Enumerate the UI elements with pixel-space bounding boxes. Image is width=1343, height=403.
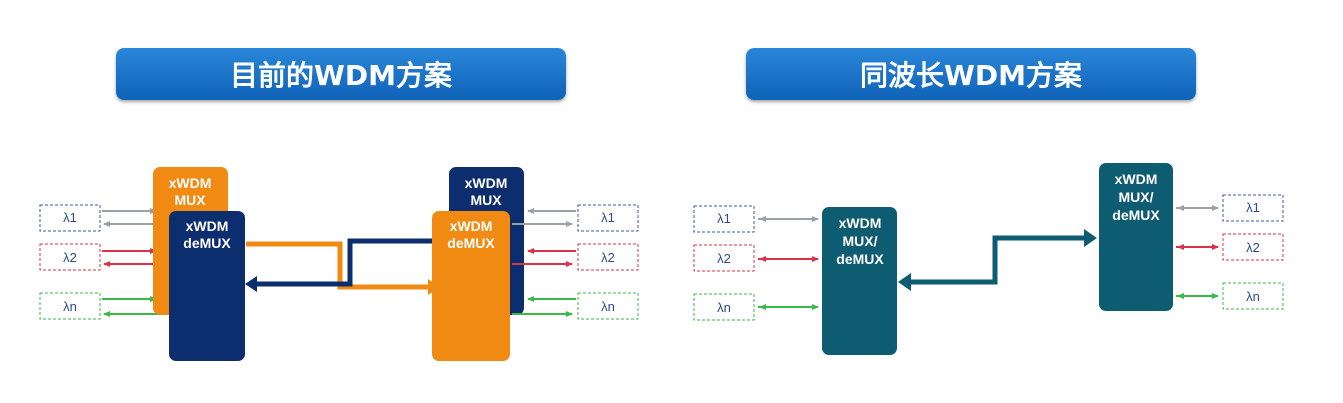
left-navy-fiber: [256, 238, 449, 287]
right-local-muxdemux-box: xWDM MUX/ deMUX: [822, 207, 897, 355]
left-lambda2-box: λ2: [39, 243, 101, 271]
right-lambda1-label: λ1: [717, 211, 731, 226]
right-remote-lambdan-box: λn: [1222, 282, 1284, 310]
right-title-banner: 同波长WDM方案: [746, 48, 1196, 100]
left-remote-lambdan-box: λn: [577, 292, 639, 320]
left-lambda1-label: λ1: [63, 210, 77, 225]
right-title: 同波长WDM方案: [860, 59, 1082, 92]
left-orange-fiber: [246, 241, 428, 290]
left-navy-fiber-head: [245, 276, 257, 292]
left-remote-lambda1-label: λ1: [601, 210, 615, 225]
right-shared-fiber: [910, 235, 1085, 285]
left-title-banner: 目前的WDM方案: [116, 48, 566, 100]
right-local-label-3: deMUX: [836, 251, 884, 267]
right-remote-muxdemux-box: xWDM MUX/ deMUX: [1099, 163, 1173, 311]
left-demux-box: xWDM deMUX: [169, 211, 245, 361]
right-remote-lambdan-label: λn: [1246, 289, 1260, 304]
left-lambda1-box: λ1: [39, 204, 101, 232]
right-remote-label-3: deMUX: [1112, 207, 1160, 223]
right-shared-fiber-head-right: [1084, 229, 1097, 247]
right-lambdan-box: λn: [693, 293, 755, 321]
right-local-label-1: xWDM: [839, 215, 882, 231]
left-lambdan-box: λn: [39, 292, 101, 320]
right-remote-lambda2-box: λ2: [1222, 233, 1284, 261]
left-remote-lambdan-label: λn: [601, 299, 615, 314]
right-lambda1-box: λ1: [693, 205, 755, 233]
left-remote-mux-label-1: xWDM: [465, 175, 508, 191]
left-mux-label-2: MUX: [174, 192, 206, 208]
right-lambda2-box: λ2: [693, 244, 755, 272]
left-demux-label-1: xWDM: [186, 218, 229, 234]
right-remote-lambda2-label: λ2: [1246, 240, 1260, 255]
left-lambda2-label: λ2: [63, 250, 77, 265]
right-remote-lambda1-box: λ1: [1222, 194, 1284, 222]
left-remote-demux-box: xWDM deMUX: [432, 211, 510, 361]
left-mux-label-1: xWDM: [169, 175, 212, 191]
right-remote-label-1: xWDM: [1115, 171, 1158, 187]
right-remote-lambda1-label: λ1: [1246, 200, 1260, 215]
left-remote-demux-label-2: deMUX: [447, 235, 495, 251]
right-remote-label-2: MUX/: [1119, 189, 1154, 205]
left-remote-demux-label-1: xWDM: [450, 218, 493, 234]
right-shared-fiber-head-left: [898, 273, 911, 291]
left-remote-lambda2-box: λ2: [577, 243, 639, 271]
left-demux-label-2: deMUX: [183, 235, 231, 251]
left-remote-mux-label-2: MUX: [470, 192, 502, 208]
left-lambdan-label: λn: [63, 299, 77, 314]
left-title: 目前的WDM方案: [230, 59, 452, 92]
right-lambdan-label: λn: [717, 300, 731, 315]
left-remote-lambda1-box: λ1: [577, 204, 639, 232]
left-remote-lambda2-label: λ2: [601, 250, 615, 265]
right-lambda2-label: λ2: [717, 251, 731, 266]
right-local-label-2: MUX/: [843, 233, 878, 249]
